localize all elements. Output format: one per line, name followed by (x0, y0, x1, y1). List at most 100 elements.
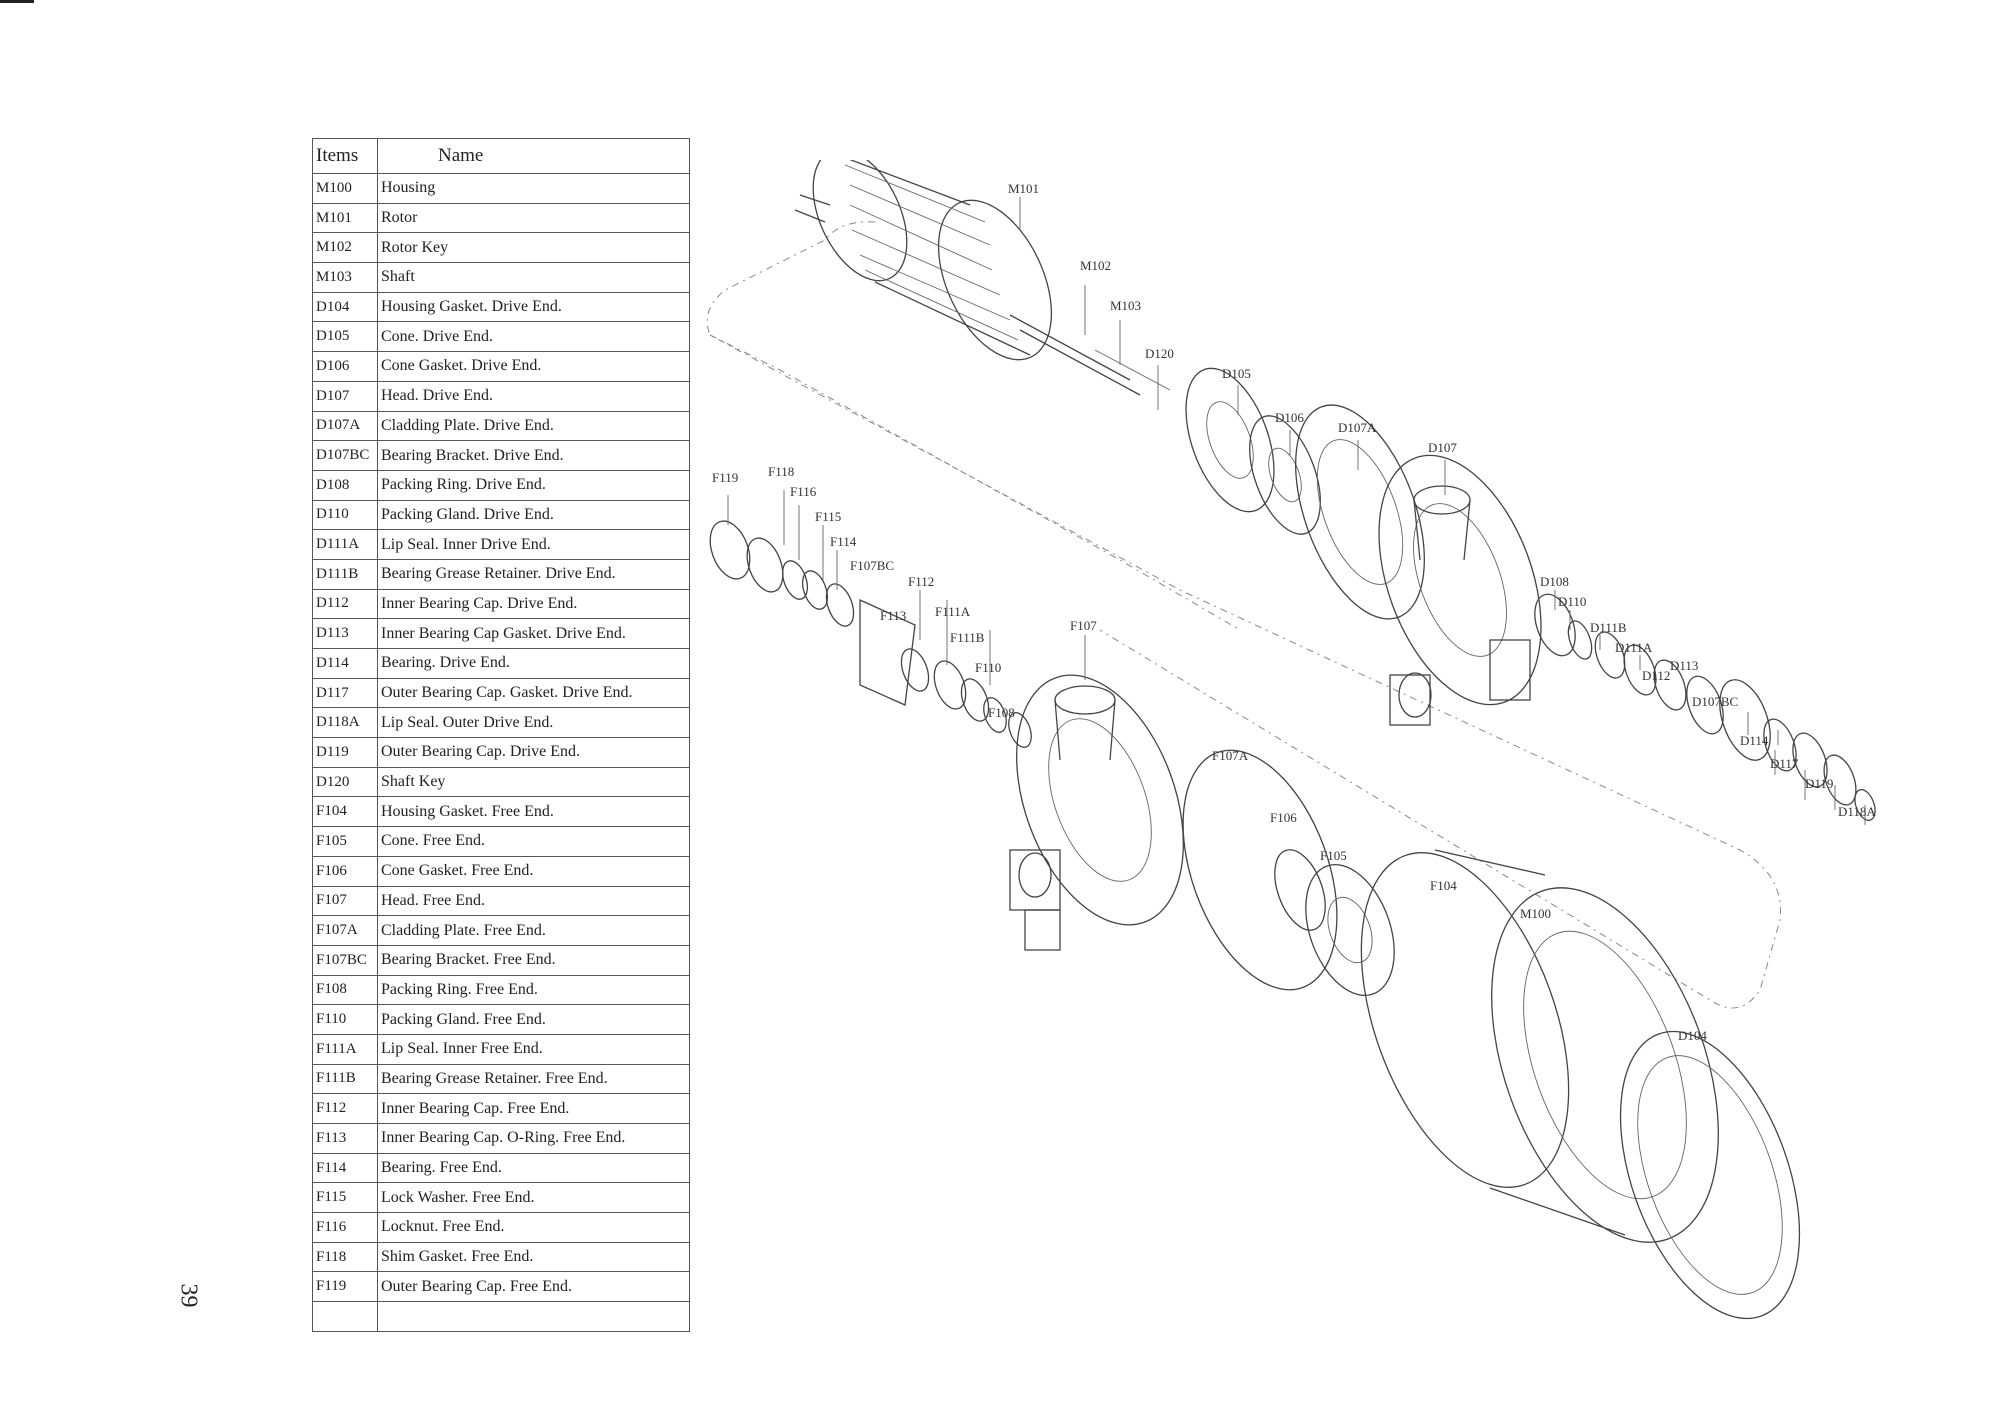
callout-label: D114 (1740, 733, 1769, 748)
rotor-drawing (794, 160, 1171, 396)
callout-label: F112 (908, 574, 934, 589)
callout-label: D118A (1838, 804, 1876, 819)
part-name-cell: Outer Bearing Cap. Free End. (377, 1271, 690, 1303)
exploded-view-drawing: M101 M102 M103 D120 D105 D106 D107A D107… (706, 160, 1876, 1320)
part-name-cell: Lip Seal. Inner Drive End. (377, 529, 690, 560)
callout-label: D112 (1642, 668, 1670, 683)
item-code-cell: F105 (312, 826, 378, 857)
part-name-cell (377, 1301, 690, 1332)
callout-labels: M101 M102 M103 D120 D105 D106 D107A D107… (712, 181, 1876, 1043)
item-code-cell: F119 (312, 1271, 378, 1303)
callout-label: M103 (1110, 298, 1141, 313)
callout-label: F114 (830, 534, 857, 549)
callout-label: D113 (1670, 658, 1698, 673)
assembly-axis-outline (706, 221, 1781, 1009)
callout-label: F104 (1430, 878, 1457, 893)
part-name-cell: Cladding Plate. Free End. (377, 915, 690, 946)
part-name-cell: Rotor (377, 202, 690, 234)
callout-label: F108 (988, 705, 1015, 720)
item-code-cell: D104 (312, 291, 378, 323)
item-code-cell: F112 (312, 1093, 378, 1124)
part-name-cell: Packing Gland. Free End. (377, 1004, 690, 1035)
item-code-cell: M100 (312, 173, 378, 204)
free-end-head-drawing (1009, 674, 1184, 951)
item-code-cell: F118 (312, 1241, 378, 1273)
item-code-cell: D114 (312, 648, 378, 679)
part-name-cell: Packing Ring. Drive End. (377, 469, 690, 501)
part-name-cell: Cone Gasket. Drive End. (377, 351, 690, 382)
item-code-cell: D108 (312, 469, 378, 501)
part-name-cell: Lip Seal. Outer Drive End. (377, 707, 690, 739)
callout-label: D111B (1590, 620, 1627, 635)
part-name-cell: Inner Bearing Cap. O-Ring. Free End. (377, 1123, 690, 1154)
item-code-cell: D106 (312, 351, 378, 382)
item-code-cell: F114 (312, 1152, 378, 1184)
part-name-cell: Bearing Bracket. Free End. (377, 944, 690, 976)
part-name-cell: Outer Bearing Cap. Gasket. Drive End. (377, 677, 690, 709)
part-name-cell: Lock Washer. Free End. (377, 1182, 690, 1214)
item-code-cell: F111B (312, 1063, 378, 1095)
callout-label: D110 (1558, 594, 1586, 609)
item-code-cell: F113 (312, 1123, 378, 1154)
callout-label: F115 (815, 509, 841, 524)
callout-label: F118 (768, 464, 794, 479)
callout-label: D117 (1770, 756, 1799, 771)
callout-label: D105 (1222, 366, 1251, 381)
item-code-cell (312, 1301, 378, 1332)
page-number: 39 (175, 1283, 202, 1308)
item-code-cell: D117 (312, 677, 378, 709)
part-name-cell: Inner Bearing Cap. Free End. (377, 1093, 690, 1124)
part-name-cell: Housing Gasket. Drive End. (377, 291, 690, 323)
callout-label: F119 (712, 470, 738, 485)
callout-label: D119 (1805, 776, 1833, 791)
drive-end-head-drawing (1185, 367, 1542, 726)
callout-label: D111A (1615, 640, 1653, 655)
items-column-header: Items (312, 138, 378, 174)
item-code-cell: F111A (312, 1033, 378, 1065)
item-code-cell: D120 (312, 766, 378, 798)
callout-label: D107A (1338, 420, 1377, 435)
item-code-cell: D107A (312, 410, 378, 442)
callout-label: F105 (1320, 848, 1347, 863)
callout-label: F116 (790, 484, 817, 499)
item-code-cell: D111B (312, 558, 378, 590)
part-name-cell: Bearing. Drive End. (377, 648, 690, 679)
callout-label: F107A (1212, 748, 1249, 763)
part-name-cell: Head. Free End. (377, 885, 690, 917)
part-name-cell: Inner Bearing Cap. Drive End. (377, 588, 690, 620)
callout-label: D108 (1540, 574, 1569, 589)
callout-label: D106 (1275, 410, 1304, 425)
callout-label: D107 (1428, 440, 1457, 455)
free-end-cladding-cone-drawing (1182, 749, 1395, 996)
part-name-cell: Cone Gasket. Free End. (377, 855, 690, 887)
callout-label: M101 (1008, 181, 1039, 196)
item-code-cell: F115 (312, 1182, 378, 1214)
item-code-cell: F107 (312, 885, 378, 917)
callout-label: M102 (1080, 258, 1111, 273)
